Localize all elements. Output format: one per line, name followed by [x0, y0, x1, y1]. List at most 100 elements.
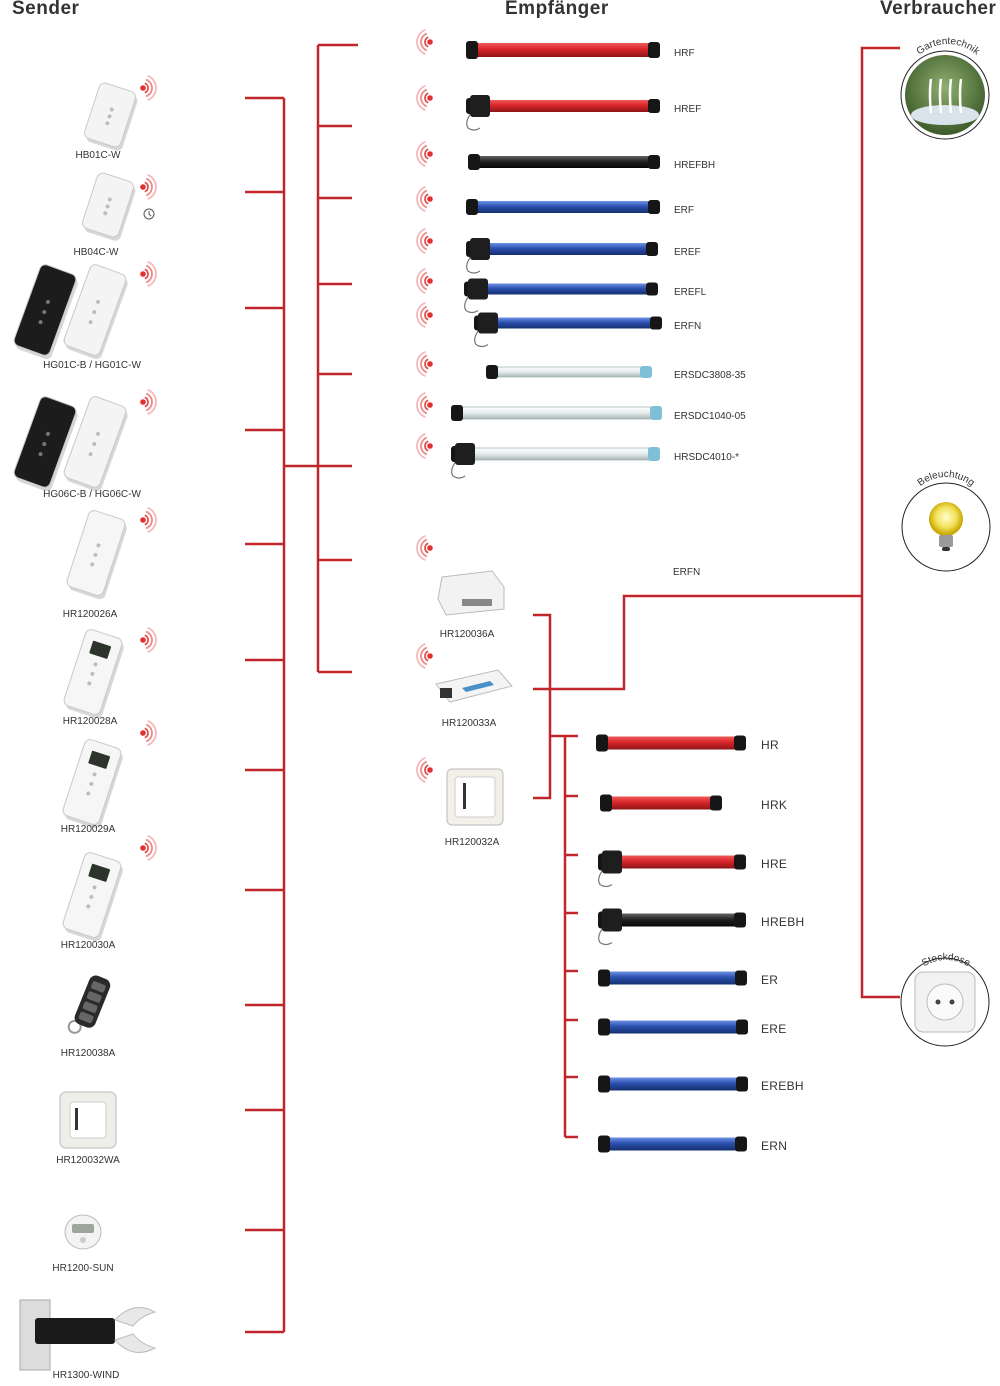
signal-arc: [145, 78, 153, 98]
receiver-module-label: HR120036A: [439, 629, 495, 640]
signal-dot: [140, 637, 146, 643]
signal-arc: [424, 650, 429, 662]
remote-button: [107, 197, 112, 202]
motor-tail: [710, 795, 722, 811]
radio-signals: [140, 29, 433, 861]
motor-tail: [734, 735, 746, 751]
signal-arc: [147, 75, 157, 101]
remote-button: [107, 114, 112, 119]
remote-button: [45, 299, 50, 304]
switch-plate: [69, 1101, 107, 1139]
sender-label: HR120032WA: [56, 1155, 120, 1166]
radio-signal-icon: [416, 141, 433, 167]
signal-arc: [147, 627, 157, 653]
motor-tail: [646, 282, 658, 296]
signal-dot: [140, 845, 146, 851]
motor-tail: [734, 912, 746, 928]
wired-motor-label: EREBH: [761, 1079, 804, 1093]
radio-motor-blue: [474, 312, 662, 348]
bulb-glass: [929, 502, 963, 536]
signal-arc: [420, 646, 428, 666]
sun-sensor-button: [80, 1237, 86, 1243]
wired-motor-blue: [598, 1075, 748, 1093]
sender-label: HB04C-W: [73, 247, 119, 258]
keyfob-body: [74, 975, 111, 1028]
motor-tube: [489, 366, 651, 378]
signal-dot: [427, 278, 433, 284]
radio-signal-icon: [140, 835, 157, 861]
motor-tail: [735, 1136, 747, 1152]
radio-signal-icon: [140, 261, 157, 287]
devices: [13, 82, 513, 1371]
remote-button: [86, 904, 91, 909]
signal-arc: [145, 510, 153, 530]
motor-head: [466, 199, 478, 215]
radio-signal-icon: [140, 174, 157, 200]
receiver-receiver-flat-icon: [435, 669, 513, 703]
remote-body: [66, 510, 126, 596]
sender-remote-white-icon: [66, 510, 127, 600]
radio-motor-label: ERSDC3808-35: [674, 370, 746, 381]
sender-remote-pair-multichannel-icon-black: [13, 396, 78, 492]
header-receiver: Empfänger: [505, 0, 609, 19]
signal-arc: [420, 88, 428, 108]
motor-tail: [648, 447, 660, 461]
signal-dot: [140, 730, 146, 736]
remote-button: [95, 431, 100, 436]
signal-arc: [424, 764, 429, 776]
timer-face: [143, 208, 155, 220]
remote-button: [92, 772, 97, 777]
radio-motor-label: ERFN: [674, 321, 702, 332]
motor-cable: [466, 111, 481, 131]
signal-arc: [147, 507, 157, 533]
remote-button: [90, 671, 95, 676]
signal-arc: [424, 542, 429, 554]
signal-arc: [144, 842, 149, 854]
switch-slot: [75, 1108, 78, 1130]
radio-motor-black: [468, 154, 660, 170]
signal-dot: [427, 196, 433, 202]
signal-arc: [145, 392, 153, 412]
motor-tube: [478, 317, 660, 329]
keyfob-button: [78, 1011, 94, 1024]
remote-button: [89, 894, 94, 899]
remote-button: [90, 562, 95, 567]
sender-label: HR120030A: [60, 940, 116, 951]
remote-button: [45, 431, 50, 436]
radio-motor-label: EREF: [674, 247, 701, 258]
radio-signal-icon: [140, 720, 157, 746]
signal-arc: [420, 305, 428, 325]
receiver-flat-label: [462, 681, 494, 692]
radio-signal-icon: [416, 85, 433, 111]
motor-tube: [454, 406, 661, 420]
sender-label: HR120028A: [62, 716, 118, 727]
remote-button: [92, 310, 97, 315]
motor-tube: [604, 796, 720, 810]
signal-dot: [427, 95, 433, 101]
radio-motor-label: HREFBH: [674, 160, 716, 171]
fountain-jet: [948, 78, 953, 114]
radio-signal-icon: [416, 268, 433, 294]
motor-gear: [602, 850, 622, 874]
receiver-wall-plate: [454, 776, 496, 818]
radio-signal-icon: [416, 757, 433, 783]
sun-sensor-display: [72, 1224, 94, 1233]
signal-arc: [420, 760, 428, 780]
connection-lines: [245, 43, 900, 1334]
wired-motor-black: [598, 908, 746, 946]
radio-motor-red: [466, 41, 660, 59]
signal-arc: [147, 389, 157, 415]
keyfob-button: [91, 981, 106, 993]
sender-remote-pair-icon-black: [13, 264, 78, 360]
sender-label: HR1200-SUN: [52, 1263, 114, 1274]
wired-motor-blue: [598, 1018, 748, 1036]
signal-arc: [416, 85, 426, 111]
signal-arc: [416, 433, 426, 459]
signal-arc: [424, 399, 429, 411]
motor-tail: [736, 1019, 748, 1035]
radio-signal-icon: [140, 389, 157, 415]
signal-arc: [416, 643, 426, 669]
radio-signal-icon: [416, 392, 433, 418]
header-consumer: Verbraucher: [880, 0, 997, 19]
signal-arc: [416, 228, 426, 254]
